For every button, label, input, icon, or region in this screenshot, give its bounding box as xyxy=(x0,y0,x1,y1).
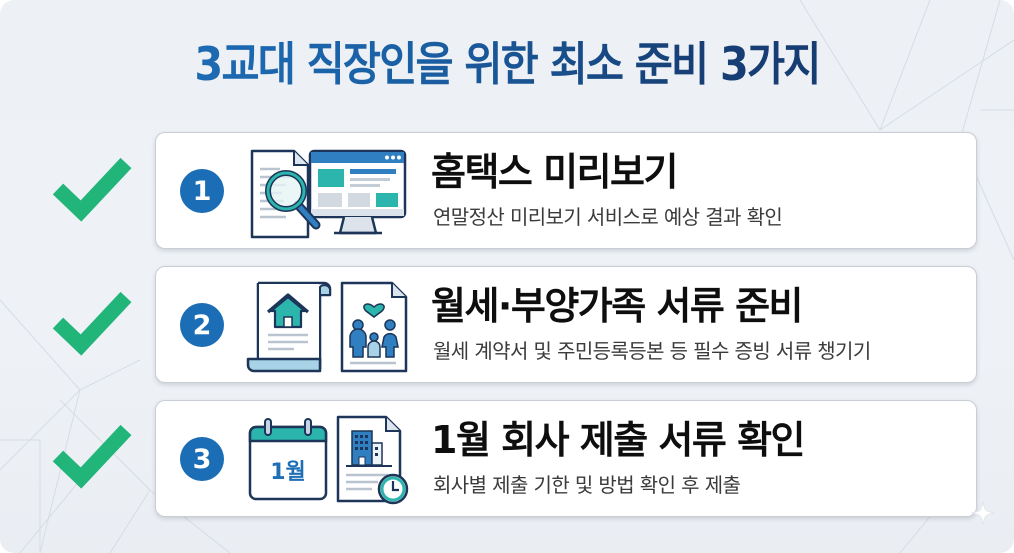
checkmark-icon xyxy=(52,291,132,356)
house-scroll-family-document-icon xyxy=(246,281,408,373)
checklist-card-3: 3 1월 xyxy=(155,400,977,517)
checklist-card-1: 1 xyxy=(155,132,977,249)
document-monitor-magnifier-icon xyxy=(250,149,407,239)
calendar-building-clock-icon: 1월 xyxy=(248,415,409,505)
card-description: 회사별 제출 기한 및 방법 확인 후 제출 xyxy=(433,473,741,497)
card-description: 연말정산 미리보기 서비스로 예상 결과 확인 xyxy=(433,205,783,229)
card-heading: 월세·부양가족 서류 준비 xyxy=(431,284,804,328)
step-number-badge: 3 xyxy=(180,437,224,481)
checkmark-icon xyxy=(52,424,132,489)
card-description: 월세 계약서 및 주민등록등본 등 필수 증빙 서류 챙기기 xyxy=(433,339,871,363)
checklist-card-2: 2 xyxy=(155,266,977,383)
calendar-month-label: 1월 xyxy=(270,460,306,485)
sparkle-watermark-icon xyxy=(970,500,996,526)
step-number-badge: 2 xyxy=(180,303,224,347)
card-heading: 홈택스 미리보기 xyxy=(431,150,678,194)
card-heading: 1월 회사 제출 서류 확인 xyxy=(431,418,806,462)
step-number-badge: 1 xyxy=(180,169,224,213)
checkmark-icon xyxy=(52,157,132,222)
page-title: 3교대 직장인을 위한 최소 준비 3가지 xyxy=(51,34,964,94)
